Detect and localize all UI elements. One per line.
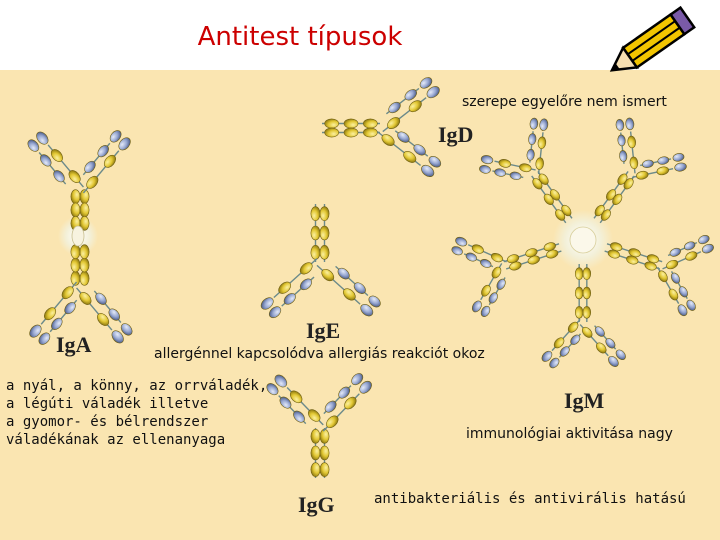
igm-antibody xyxy=(451,117,714,369)
slide-title: Antitest típusok xyxy=(197,22,403,52)
igm-note: immunológiai aktivitása nagy xyxy=(466,426,673,442)
igg-antibody xyxy=(266,373,372,478)
igd-label: IgD xyxy=(438,122,474,147)
igd-antibody xyxy=(322,77,442,177)
ige-note: allergénnel kapcsolódva allergiás reakci… xyxy=(154,346,485,362)
ige-antibody xyxy=(260,204,381,319)
igd-note: szerepe egyelőre nem ismert xyxy=(462,94,667,110)
ige-label: IgE xyxy=(306,318,341,343)
igg-note: antibakteriális és antivirális hatású xyxy=(374,491,686,507)
iga-label: IgA xyxy=(56,332,92,357)
iga-note-line: a nyál, a könny, az orrváladék, xyxy=(6,378,268,394)
iga-note-line: váladékának az ellenanyaga xyxy=(6,432,226,448)
iga-note: a nyál, a könny, az orrváladék, a légúti… xyxy=(6,377,267,449)
igm-label: IgM xyxy=(564,388,605,413)
igg-label: IgG xyxy=(298,492,335,517)
pencil-icon xyxy=(609,5,696,72)
iga-note-line: a légúti váladék illetve xyxy=(6,396,209,412)
iga-note-line: a gyomor- és bélrendszer xyxy=(6,414,209,430)
iga-antibody xyxy=(27,130,133,345)
